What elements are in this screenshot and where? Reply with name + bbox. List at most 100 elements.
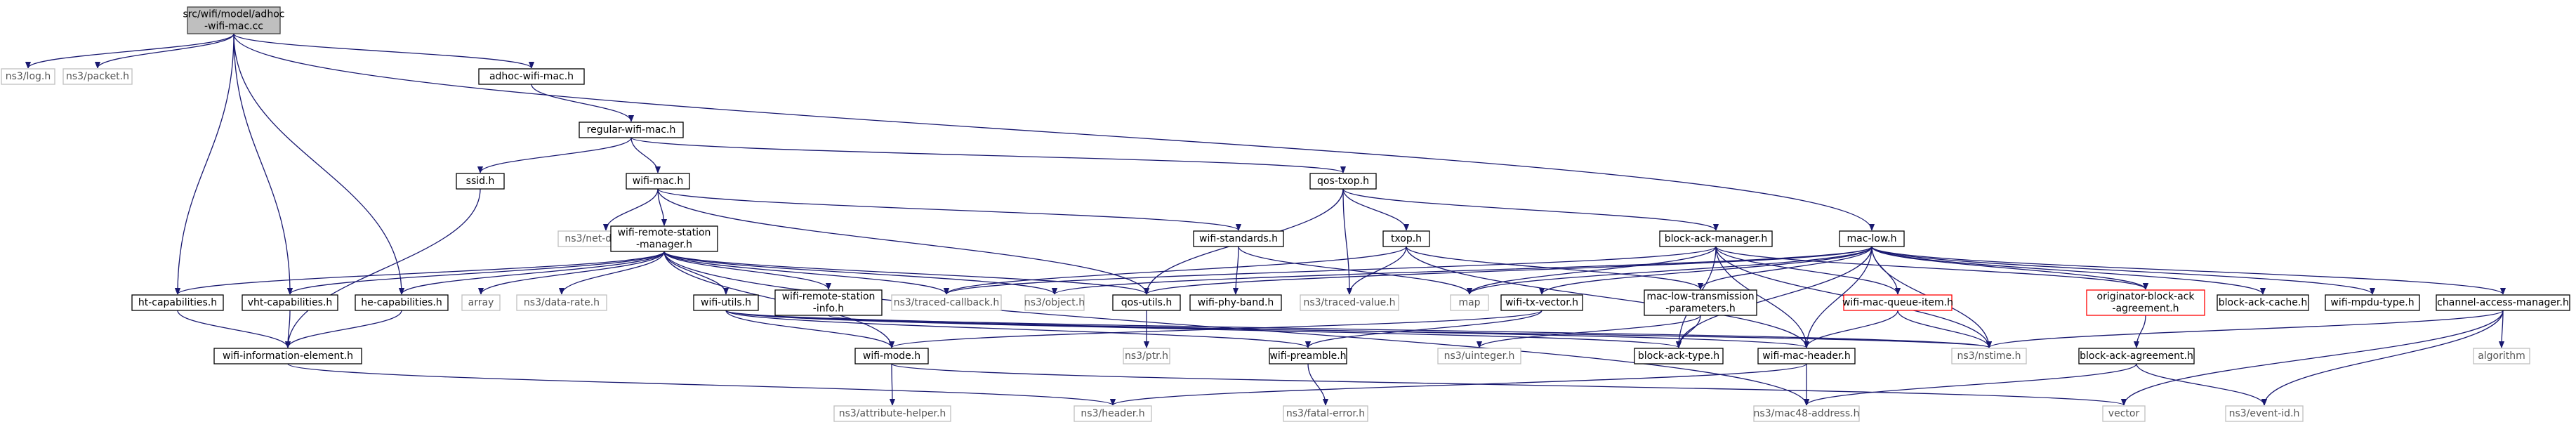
node-label: block-ack-cache.h [2219, 297, 2307, 308]
node-label: block-ack-manager.h [1665, 233, 1768, 244]
node-ssid-h[interactable]: ssid.h [456, 173, 505, 190]
edge-wrsm-to-array [481, 251, 665, 295]
node-qos-txop-h[interactable]: qos-txop.h [1309, 173, 1377, 190]
node-regular-wifi-mac-h[interactable]: regular-wifi-mac.h [579, 121, 684, 138]
node-box [1283, 405, 1368, 422]
edge-qostxop-to-bam [1342, 188, 1716, 231]
node-wifi-mac-h[interactable]: wifi-mac.h [626, 173, 690, 190]
node-label: regular-wifi-mac.h [587, 124, 676, 136]
edge-mltp-to-uinteger [1479, 315, 1701, 348]
node-box [131, 294, 224, 311]
node-label: mac-low.h [1847, 233, 1897, 244]
node-block-ack-type-h[interactable]: block-ack-type.h [1634, 348, 1724, 364]
node-box [2102, 405, 2146, 422]
node-box [1951, 348, 2027, 364]
node-ht-capabilities-h[interactable]: ht-capabilities.h [131, 294, 224, 311]
node-src-wifi-model-adhoc-wifi-mac-cc[interactable]: src/wifi/model/adhoc-wifi-mac.cc [183, 6, 285, 34]
node-wifi-remote-station-manager-h[interactable]: wifi-remote-station-manager.h [610, 225, 718, 252]
node-box [626, 173, 690, 190]
node-wifi-standards-h[interactable]: wifi-standards.h [1193, 230, 1284, 247]
node-label: wifi-preamble.h [1269, 350, 1346, 362]
node-adhoc-wifi-mac-h[interactable]: adhoc-wifi-mac.h [478, 68, 585, 85]
edge-regular-to-wifimac [630, 137, 658, 173]
edge-machdr-to-header [1113, 363, 1807, 406]
node-box [1309, 173, 1377, 190]
node-block-ack-manager-h[interactable]: block-ack-manager.h [1659, 230, 1773, 247]
node-channel-access-manager-h[interactable]: channel-access-manager.h [2436, 294, 2570, 311]
node-block-ack-cache-h[interactable]: block-ack-cache.h [2217, 294, 2309, 311]
edge-wrsm-to-hecap [402, 251, 665, 295]
node-label: ns3/traced-callback.h [894, 297, 1000, 308]
edge-baagr-to-eventid [2136, 363, 2264, 406]
edge-wmode-to-vector [891, 363, 2124, 406]
node-label: ns3/nstime.h [1957, 350, 2021, 362]
node-wifi-tx-vector-h[interactable]: wifi-tx-vector.h [1500, 294, 1583, 311]
node-box [1644, 289, 1757, 316]
node-box [774, 289, 883, 316]
node-label: -wifi-mac.cc [204, 21, 263, 32]
node-label: originator-block-ack [2097, 291, 2195, 303]
node-label: vector [2108, 408, 2140, 419]
edge-maclow-to-cam [1871, 246, 2503, 295]
edge-adhoc-cc-to-htcap [178, 33, 235, 294]
node-wifi-remote-station-info-h[interactable]: wifi-remote-station-info.h [774, 289, 883, 316]
node-box [461, 294, 501, 311]
edge-qostxop-to-tval [1342, 188, 1349, 294]
edge-adhoc-cc-to-ns3-log [28, 33, 235, 69]
edge-maclow-to-batype [1679, 246, 1872, 348]
node-ns3-event-id-h: ns3/event-id.h [2225, 405, 2304, 422]
edge-maclow-to-mltp [1700, 246, 1872, 290]
node-wifi-mac-queue-item-h[interactable]: wifi-mac-queue-item.h [1842, 294, 1953, 311]
node-label: block-ack-type.h [1638, 350, 1719, 362]
edge-bam-to-map [1469, 246, 1717, 295]
edge-layer [28, 33, 2504, 406]
node-mac-low-transmission-parameters-h[interactable]: mac-low-transmission-parameters.h [1644, 289, 1757, 316]
edge-txop-to-tval [1349, 246, 1407, 295]
edge-maclow-to-bacache [1871, 246, 2263, 295]
node-box [1634, 348, 1724, 364]
node-wifi-utils-h[interactable]: wifi-utils.h [693, 294, 759, 311]
edge-adhoc-cc-to-hecap [233, 33, 402, 294]
node-wifi-information-element-h[interactable]: wifi-information-element.h [213, 348, 362, 364]
node-box [2225, 405, 2304, 422]
edge-htcap-to-wie [177, 310, 288, 348]
node-label: wifi-tx-vector.h [1505, 297, 1578, 308]
node-box [478, 68, 585, 85]
node-wifi-preamble-h[interactable]: wifi-preamble.h [1269, 348, 1347, 364]
edge-wrsm-to-datarate [562, 251, 665, 295]
node-wifi-mpdu-type-h[interactable]: wifi-mpdu-type.h [2325, 294, 2420, 311]
node-qos-utils-h[interactable]: qos-utils.h [1112, 294, 1181, 311]
edge-mqi-to-machdr [1806, 310, 1898, 348]
node-wifi-phy-band-h[interactable]: wifi-phy-band.h [1189, 294, 1282, 311]
edge-wrsinfo-to-nstime [828, 315, 1989, 348]
node-vht-capabilities-h[interactable]: vht-capabilities.h [242, 294, 338, 311]
edge-cam-to-eventid [2264, 310, 2504, 405]
node-box [833, 405, 951, 422]
edge-adhoc-cc-to-vhtcap [233, 33, 290, 294]
node-mac-low-h[interactable]: mac-low.h [1839, 230, 1905, 247]
edge-regular-to-ssid [480, 137, 632, 173]
node-block-ack-agreement-h[interactable]: block-ack-agreement.h [2078, 348, 2195, 364]
edge-ssid-to-wie [288, 188, 481, 348]
node-label: -parameters.h [1665, 303, 1736, 315]
edge-wutils-to-wmode [725, 310, 892, 348]
node-box [1757, 348, 1856, 364]
node-box [213, 348, 362, 364]
node-wifi-mode-h[interactable]: wifi-mode.h [854, 348, 929, 364]
node-label: ns3/packet.h [66, 71, 129, 82]
node-originator-block-ack-agreement-h[interactable]: originator-block-ack-agreement.h [2086, 289, 2205, 316]
edge-wrsm-to-qosutils [663, 251, 1147, 295]
edge-wifimac-to-netdevice [606, 188, 659, 231]
node-ns3-traced-value-h: ns3/traced-value.h [1300, 294, 1399, 311]
edge-wutils-to-nstime [725, 310, 1989, 348]
edge-cam-to-vector [2124, 310, 2504, 405]
node-box [2078, 348, 2195, 364]
edge-wrsm-to-object [663, 251, 1055, 295]
node-he-capabilities-h[interactable]: he-capabilities.h [355, 294, 449, 311]
node-wifi-mac-header-h[interactable]: wifi-mac-header.h [1757, 348, 1856, 364]
node-box [355, 294, 449, 311]
node-ns3-log-h: ns3/log.h [1, 68, 55, 85]
node-label: block-ack-agreement.h [2080, 350, 2193, 362]
node-txop-h[interactable]: txop.h [1382, 230, 1430, 247]
node-label: map [1458, 297, 1480, 308]
